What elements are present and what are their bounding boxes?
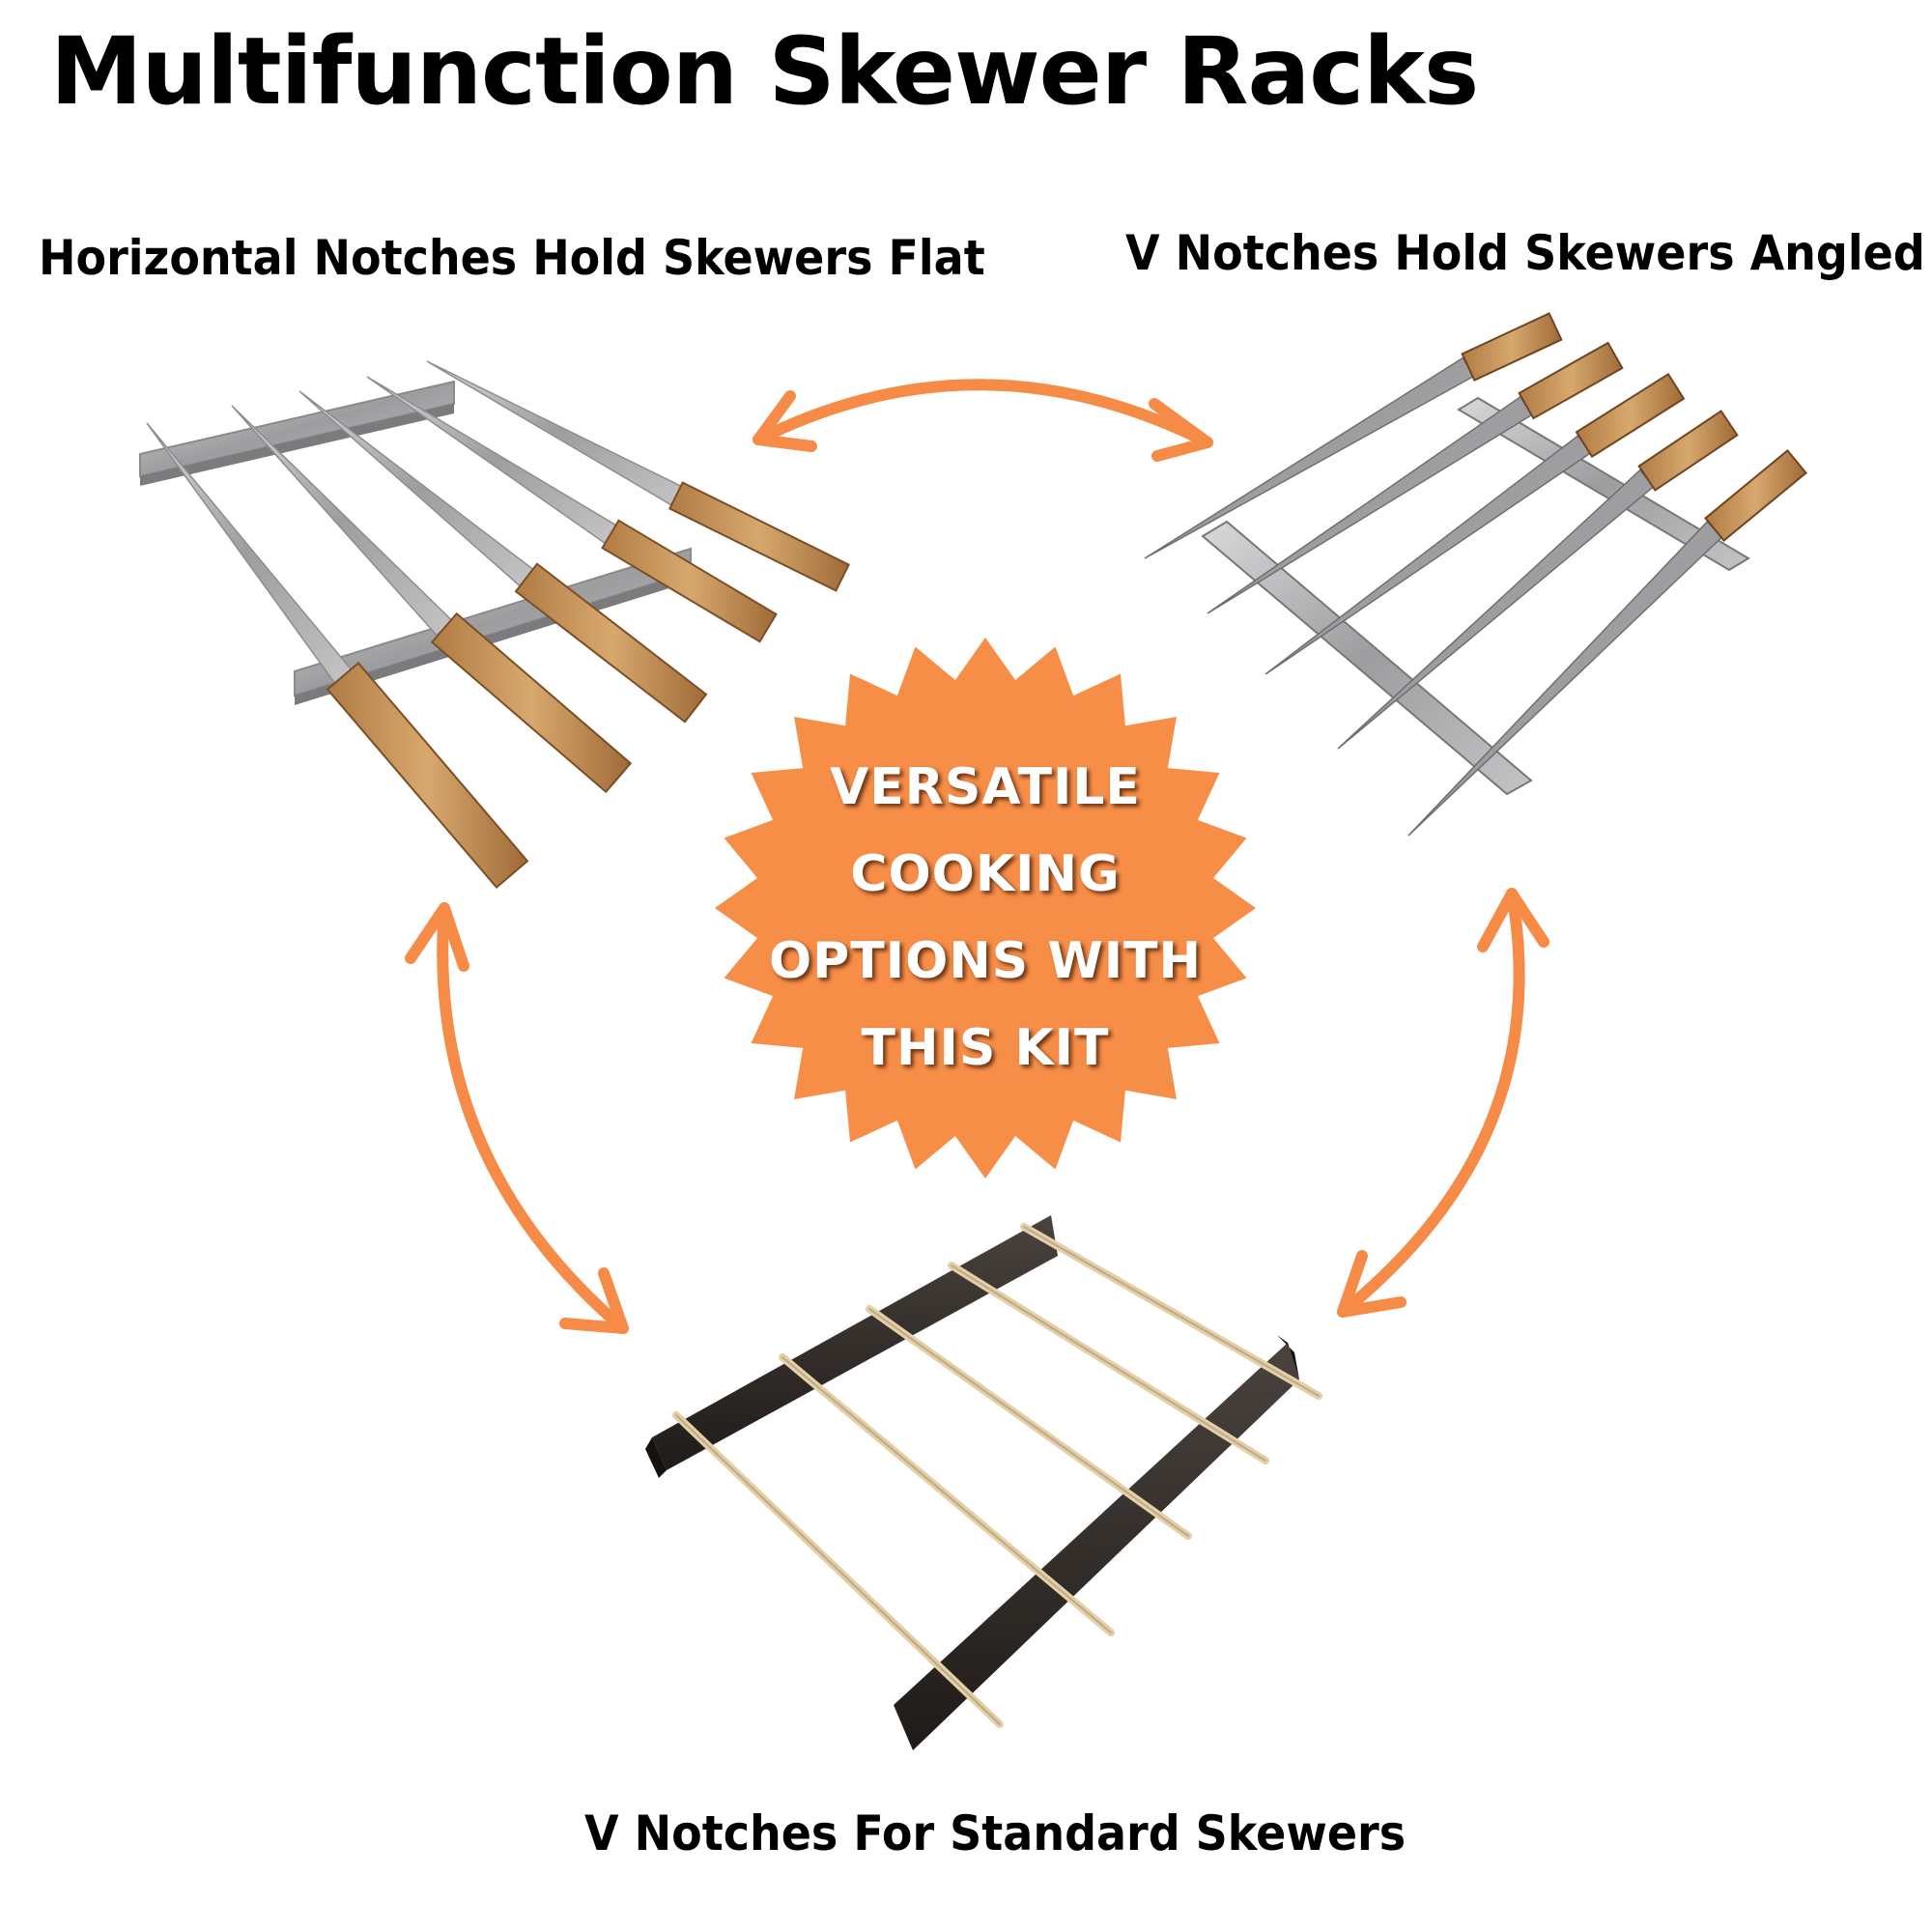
versatile-badge-shape — [715, 638, 1256, 1179]
bamboo-skewer-shade-5 — [1023, 1226, 1320, 1397]
bamboo-skewer-shade-3 — [868, 1308, 1189, 1537]
angled-rail-front — [1201, 520, 1533, 796]
standard-bamboo-skewers — [672, 1223, 1322, 1728]
rack-angled-image — [1144, 312, 1807, 837]
arrow-left — [405, 902, 629, 1334]
flat-rail-back — [139, 380, 455, 486]
angled-rail-back — [1457, 396, 1750, 572]
flat-skewer-handle-3 — [514, 562, 708, 724]
angled-skewer-handle-2 — [1518, 341, 1624, 420]
bamboo-skewer-shade-4 — [951, 1264, 1266, 1462]
flat-skewers — [146, 360, 850, 890]
rack-flat-image — [139, 360, 850, 890]
flat-skewer-blade-5 — [426, 360, 683, 506]
flat-skewer-handle-1 — [326, 661, 529, 890]
flat-skewer-handle-5 — [668, 481, 850, 592]
angled-skewer-handle-1 — [1461, 312, 1563, 382]
angled-skewer-handle-5 — [1704, 449, 1807, 542]
flat-skewer-handle-2 — [430, 611, 633, 794]
flat-skewer-blade-4 — [366, 376, 618, 545]
badge-line-3: OPTIONS WITH — [768, 932, 1203, 990]
badge-line-1: VERSATILE — [830, 758, 1141, 816]
angled-skewer-blade-1 — [1144, 356, 1475, 559]
caption-v-notches-angled: V Notches Hold Skewers Angled — [1125, 225, 1925, 281]
standard-rail-right — [894, 1335, 1299, 1750]
badge-text: VERSATILE COOKING OPTIONS WITH THIS KIT — [734, 744, 1236, 1092]
flat-skewer-handle-4 — [601, 519, 778, 643]
arrow-top — [753, 379, 1213, 462]
bamboo-skewer-shade-1 — [675, 1414, 1001, 1725]
caption-horizontal-notches: Horizontal Notches Hold Skewers Flat — [39, 230, 985, 286]
arrow-right — [1337, 888, 1549, 1318]
angled-skewer-handle-3 — [1575, 372, 1686, 459]
caption-v-notches-standard: V Notches For Standard Skewers — [584, 1805, 1406, 1861]
rack-standard-image — [645, 1215, 1322, 1750]
angled-skewer-blade-5 — [1407, 521, 1723, 837]
flat-skewer-blade-1 — [146, 422, 353, 684]
page-title: Multifunction Skewer Racks — [50, 17, 1479, 126]
standard-rail-left — [645, 1215, 1058, 1478]
badge-line-2: COOKING — [850, 845, 1121, 903]
bamboo-skewer-shade-2 — [781, 1356, 1112, 1634]
angled-skewer-handle-4 — [1637, 410, 1739, 492]
flat-skewer-blade-2 — [231, 405, 454, 637]
badge-line-4: THIS KIT — [861, 1019, 1110, 1077]
angled-skewers — [1144, 312, 1807, 837]
